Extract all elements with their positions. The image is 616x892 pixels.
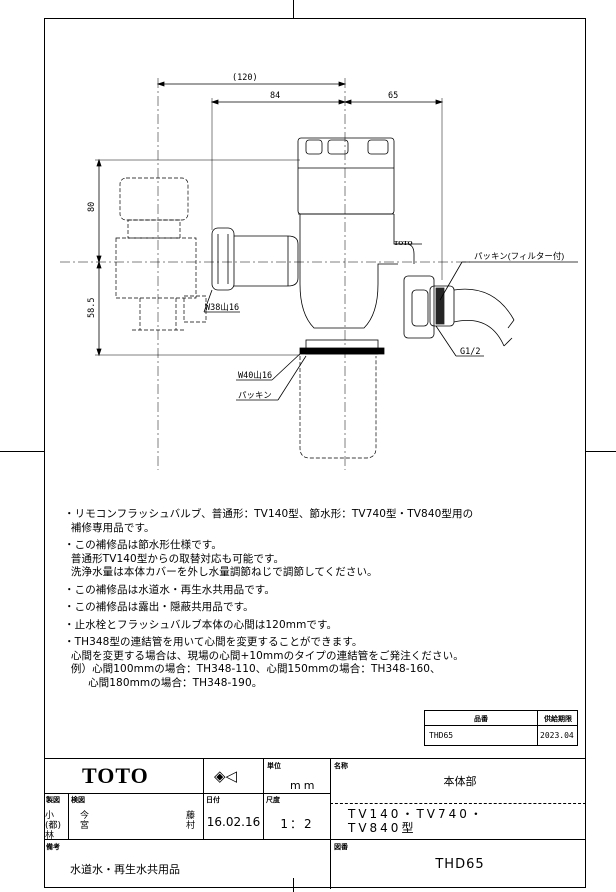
dim-top: (120) — [232, 73, 258, 83]
checked-extra: 藤村 — [186, 811, 196, 831]
name-label: 名称 — [334, 762, 348, 770]
brand-mark: TOTO — [394, 240, 413, 247]
checked-label: 検図 — [71, 796, 85, 804]
remarks-label: 備考 — [46, 843, 60, 851]
title-block: TOTO ◈◁ 単位 mm 名称 本体部 製図 検図 日付 尺度 小(都)林 今… — [44, 758, 586, 889]
model-value: TV140・TV740・TV840型 — [348, 807, 485, 835]
toto-logo: TOTO — [82, 763, 149, 788]
supply-table: 品番 供給期限 THD65 2023.04 — [424, 710, 578, 746]
label-w38: W38山16 — [205, 302, 239, 313]
date-value: 16.02.16 — [206, 815, 261, 829]
supply-col1-header: 品番 — [474, 715, 488, 723]
note-2-line-2: 普通形TV140型からの取替対応も可能です。 — [64, 552, 285, 565]
note-4-line-1: ・この補修品は露出・隠蔽共用品です。 — [64, 601, 254, 613]
label-packing-filter: パッキン(フィルター付) — [474, 251, 564, 261]
label-g12: G1/2 — [460, 347, 480, 357]
drawing-no-value: THD65 — [435, 857, 485, 872]
projection-symbol: ◈◁ — [214, 767, 238, 785]
dim-height-upper: 80 — [87, 202, 97, 212]
dim-right: 65 — [388, 91, 398, 101]
name-value: 本体部 — [443, 775, 477, 788]
note-6-line-2: 心間を変更する場合は、現場の心間+10mmのタイプの連結管をご発注ください。 — [64, 649, 464, 662]
notes-section: ・リモコンフラッシュバルブ、普通形：TV140型、節水形：TV740型・TV84… — [64, 508, 579, 690]
crop-mark-top — [293, 0, 294, 18]
note-2: ・この補修品は節水形仕様です。 普通形TV140型からの取替対応も可能です。 洗… — [64, 539, 579, 580]
crop-mark-left — [0, 451, 44, 452]
note-4: ・この補修品は露出・隠蔽共用品です。 — [64, 601, 579, 615]
note-2-line-1: ・この補修品は節水形仕様です。 — [64, 539, 222, 551]
dim-height-lower: 58.5 — [87, 298, 97, 318]
scale-value: 1：2 — [280, 817, 314, 831]
drawn-value: 小(都)林 — [45, 811, 62, 841]
note-5: ・止水栓とフラッシュバルブ本体の心間は120mmです。 — [64, 619, 579, 633]
scale-label: 尺度 — [266, 796, 280, 804]
note-1: ・リモコンフラッシュバルブ、普通形：TV140型、節水形：TV740型・TV84… — [64, 508, 579, 535]
note-6-line-1: ・TH348型の連結管を用いて心間を変更することができます。 — [64, 636, 363, 648]
note-6-line-3: 例）心間100mmの場合：TH348-110、心間150mmの場合：TH348-… — [64, 663, 441, 675]
note-6-line-4: 心間180mmの場合：TH348-190。 — [64, 676, 263, 689]
supply-col2-value: 2023.04 — [540, 731, 574, 740]
unit-value: mm — [290, 779, 318, 792]
label-packing: パッキン — [238, 390, 272, 400]
note-3-line-1: ・この補修品は水道水・再生水共用品です。 — [64, 583, 275, 596]
note-1-line-1: ・リモコンフラッシュバルブ、普通形：TV140型、節水形：TV740型・TV84… — [64, 508, 474, 520]
drawing-frame — [44, 18, 586, 888]
crop-mark-bottom — [293, 878, 294, 892]
dim-mid: 84 — [270, 91, 280, 101]
note-2-line-3: 洗浄水量は本体カバーを外し水量調節ねじで調節してください。 — [64, 566, 378, 578]
checked-value: 今宮 — [80, 811, 90, 831]
date-label: 日付 — [206, 796, 220, 804]
crop-mark-right — [586, 451, 616, 452]
drawn-label: 製図 — [46, 796, 60, 804]
note-5-line-1: ・止水栓とフラッシュバルブ本体の心間は120mmです。 — [64, 618, 338, 631]
unit-label: 単位 — [267, 762, 281, 770]
note-1-line-2: 補修専用品です。 — [64, 521, 155, 534]
note-6: ・TH348型の連結管を用いて心間を変更することができます。 心間を変更する場合… — [64, 636, 579, 690]
supply-col2-header: 供給期限 — [544, 715, 572, 723]
note-3: ・この補修品は水道水・再生水共用品です。 — [64, 584, 579, 598]
remarks-value: 水道水・再生水共用品 — [70, 863, 180, 876]
label-w40: W40山16 — [238, 370, 272, 381]
drawing-no-label: 図番 — [334, 843, 348, 851]
supply-col1-value: THD65 — [429, 731, 454, 740]
